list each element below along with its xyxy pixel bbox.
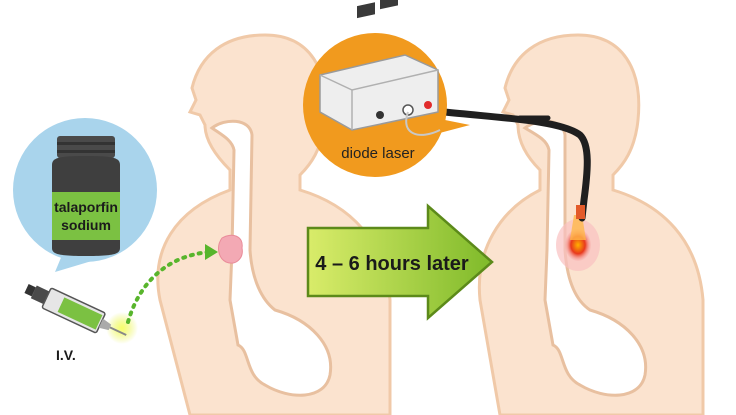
time-arrow-label: 4 – 6 hours later xyxy=(315,253,469,275)
laser-bubble: diode laser xyxy=(303,0,470,177)
syringe-icon xyxy=(24,283,127,336)
drug-label-line2: sodium xyxy=(61,217,111,233)
endoscope-icon xyxy=(441,108,591,222)
left-tumor xyxy=(218,234,243,264)
left-esophagus xyxy=(209,119,333,397)
drug-path-arrow xyxy=(126,244,218,324)
drug-label-line1: talaporfin xyxy=(54,199,118,215)
route-label: I.V. xyxy=(56,347,76,363)
laser-device-icon xyxy=(319,0,439,131)
time-arrow: 4 – 6 hours later xyxy=(306,203,494,321)
device-label: diode laser xyxy=(341,145,414,162)
drug-bubble: talaporfin sodium xyxy=(13,118,157,272)
drug-bottle-icon xyxy=(52,136,120,256)
